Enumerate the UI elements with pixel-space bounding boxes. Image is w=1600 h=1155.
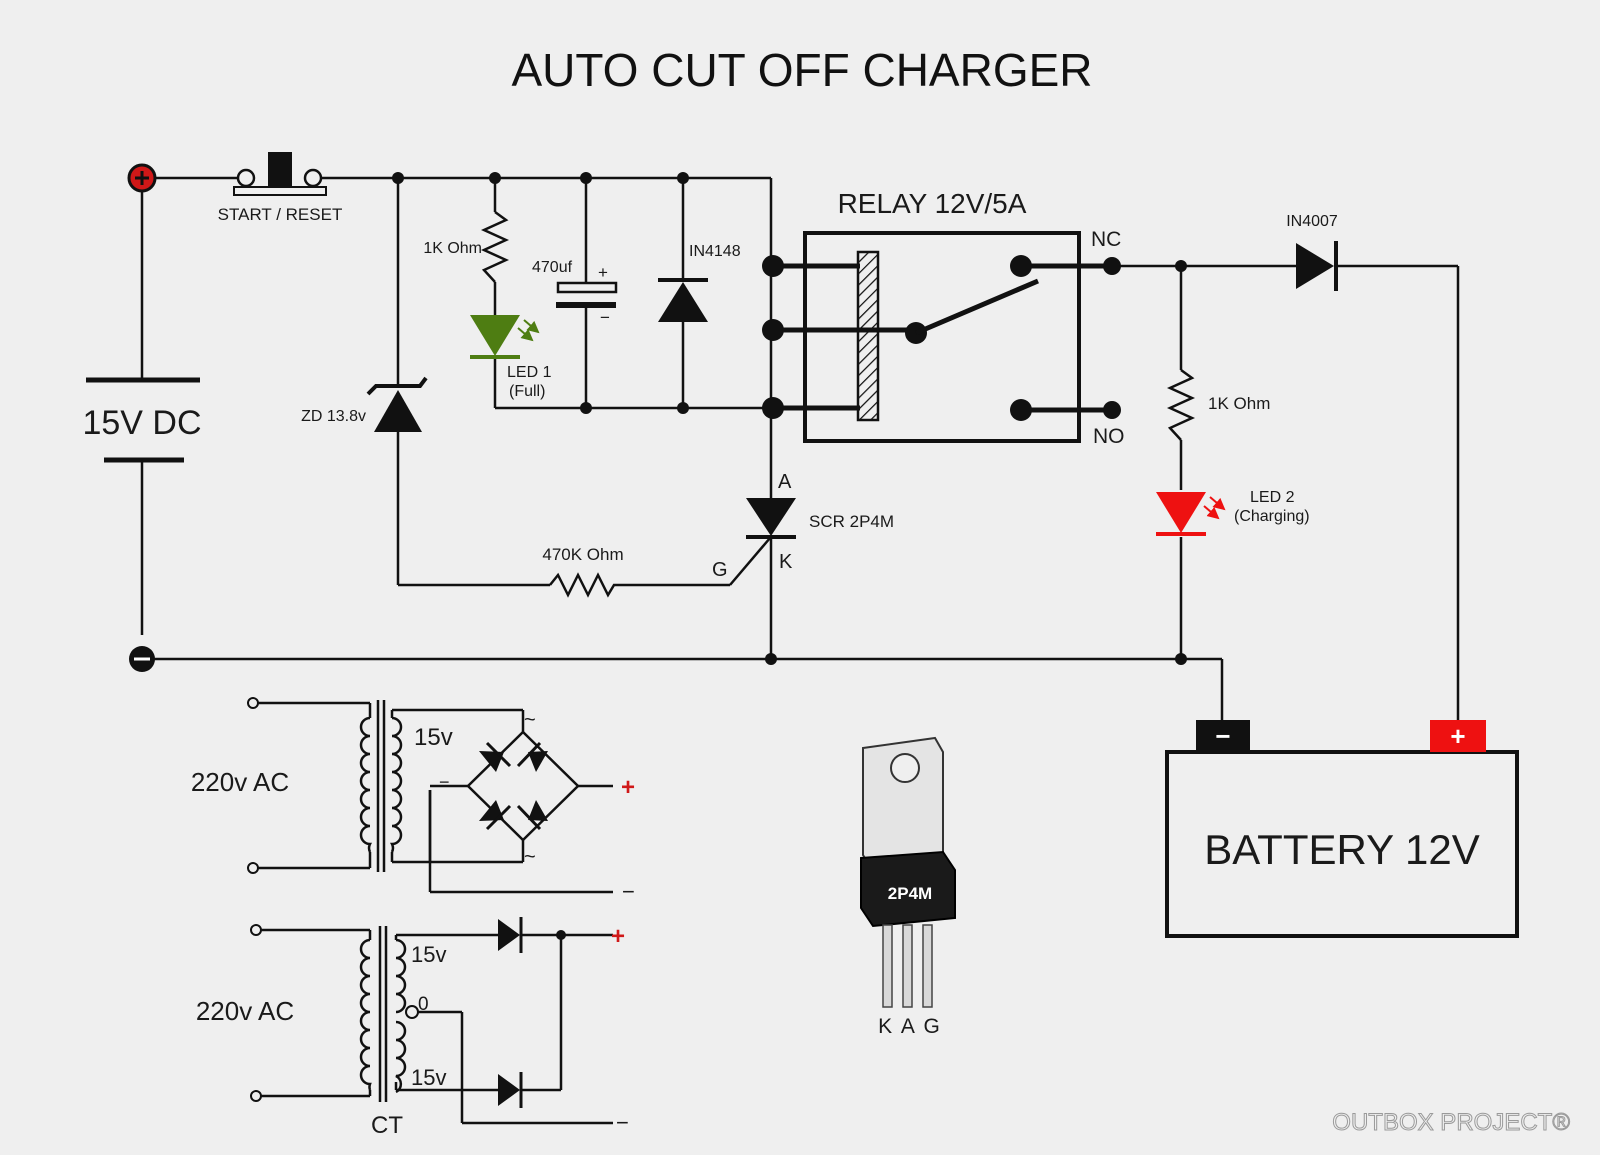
nc-label: NC [1091,228,1121,251]
ct-label: CT [371,1112,403,1139]
cap-minus: − [600,308,610,327]
battery-positive-terminal [1430,720,1486,752]
diode-in4007: IN4007 [1286,213,1338,291]
resistor-r1: 1K Ohm [423,210,510,283]
scr: A K G SCR 2P4M [712,471,894,581]
battery-label: BATTERY 12V [1204,826,1479,873]
relay-coil-pins [762,255,916,419]
resistor-r2: 1K Ohm [1166,368,1270,441]
diode-out-label: IN4007 [1286,213,1338,230]
led2-label: LED 2 [1250,489,1295,506]
r1-label: 1K Ohm [423,240,482,257]
bridge-ac-mark-top: ~ [524,709,536,731]
diode-in4148: IN4148 [658,243,741,322]
led-1-full: LED 1 (Full) [470,315,552,400]
r-gate-label: 470K Ohm [542,545,623,564]
battery-minus-sign: − [1215,721,1230,751]
battery-negative-terminal [1196,720,1250,752]
center-tap-supply: 220v AC 15v 0 15v CT + − [196,917,629,1139]
battery-12v: − + BATTERY 12V [1165,720,1519,938]
bridge-out-minus: − [622,879,635,904]
led2-sublabel: (Charging) [1234,508,1310,525]
led1-sublabel: (Full) [509,383,545,400]
ct-out-minus: − [616,1110,629,1135]
ct-input-label: 220v AC [196,996,294,1026]
zener-diode: ZD 13.8v [301,376,428,432]
scr-label: SCR 2P4M [809,512,894,531]
relay-label: RELAY 12V/5A [838,188,1027,219]
supply-negative-terminal [129,646,155,672]
capacitor-470uf: 470uf + − [532,259,618,327]
supply-label: 15V DC [82,404,201,442]
ct-secondary-bottom-label: 15v [411,1065,446,1090]
relay: RELAY 12V/5A NC NO [762,188,1125,448]
watermark: OUTBOX PROJECT® [1332,1109,1570,1136]
led-2-charging: LED 2 (Charging) [1156,489,1310,536]
start-reset-label: START / RESET [218,205,343,224]
wires [140,176,1460,720]
ct-center-tap-label: 0 [418,994,429,1015]
battery-plus-sign: + [1450,721,1465,751]
scr-package-image: 2P4M K A G [860,736,956,1038]
led1-label: LED 1 [507,364,552,381]
page-title: AUTO CUT OFF CHARGER [512,44,1093,96]
diode-flyback-label: IN4148 [689,243,741,260]
cap-label: 470uf [532,259,573,276]
relay-switch-arm [915,278,1039,336]
bridge-out-plus: + [621,774,635,801]
no-label: NO [1093,425,1125,448]
supply-positive-terminal [127,163,157,193]
bridge-input-label: 220v AC [191,767,289,797]
bridge-rectifier-supply: 220v AC 15v ~ ~ − + − [191,697,635,904]
zener-label: ZD 13.8v [301,408,366,425]
scr-package-pins: K A G [878,1015,942,1038]
relay-coil [856,250,880,422]
ct-out-plus: + [611,923,625,950]
r2-label: 1K Ohm [1208,394,1270,413]
dc-supply-symbol: 15V DC [82,377,202,463]
scr-package-marking: 2P4M [888,884,932,903]
resistor-470k: 470K Ohm [542,545,624,598]
start-reset-button: START / RESET [218,152,343,224]
scr-cathode-label: K [779,551,793,573]
scr-anode-label: A [778,471,792,493]
junction-dots [392,172,1187,665]
bridge-secondary-label: 15v [414,724,453,751]
cap-plus: + [598,263,608,282]
scr-gate-label: G [712,559,728,581]
bridge-ac-mark-bottom: ~ [524,846,536,868]
ct-secondary-top-label: 15v [411,942,446,967]
bridge-minus-mark: − [439,772,450,792]
